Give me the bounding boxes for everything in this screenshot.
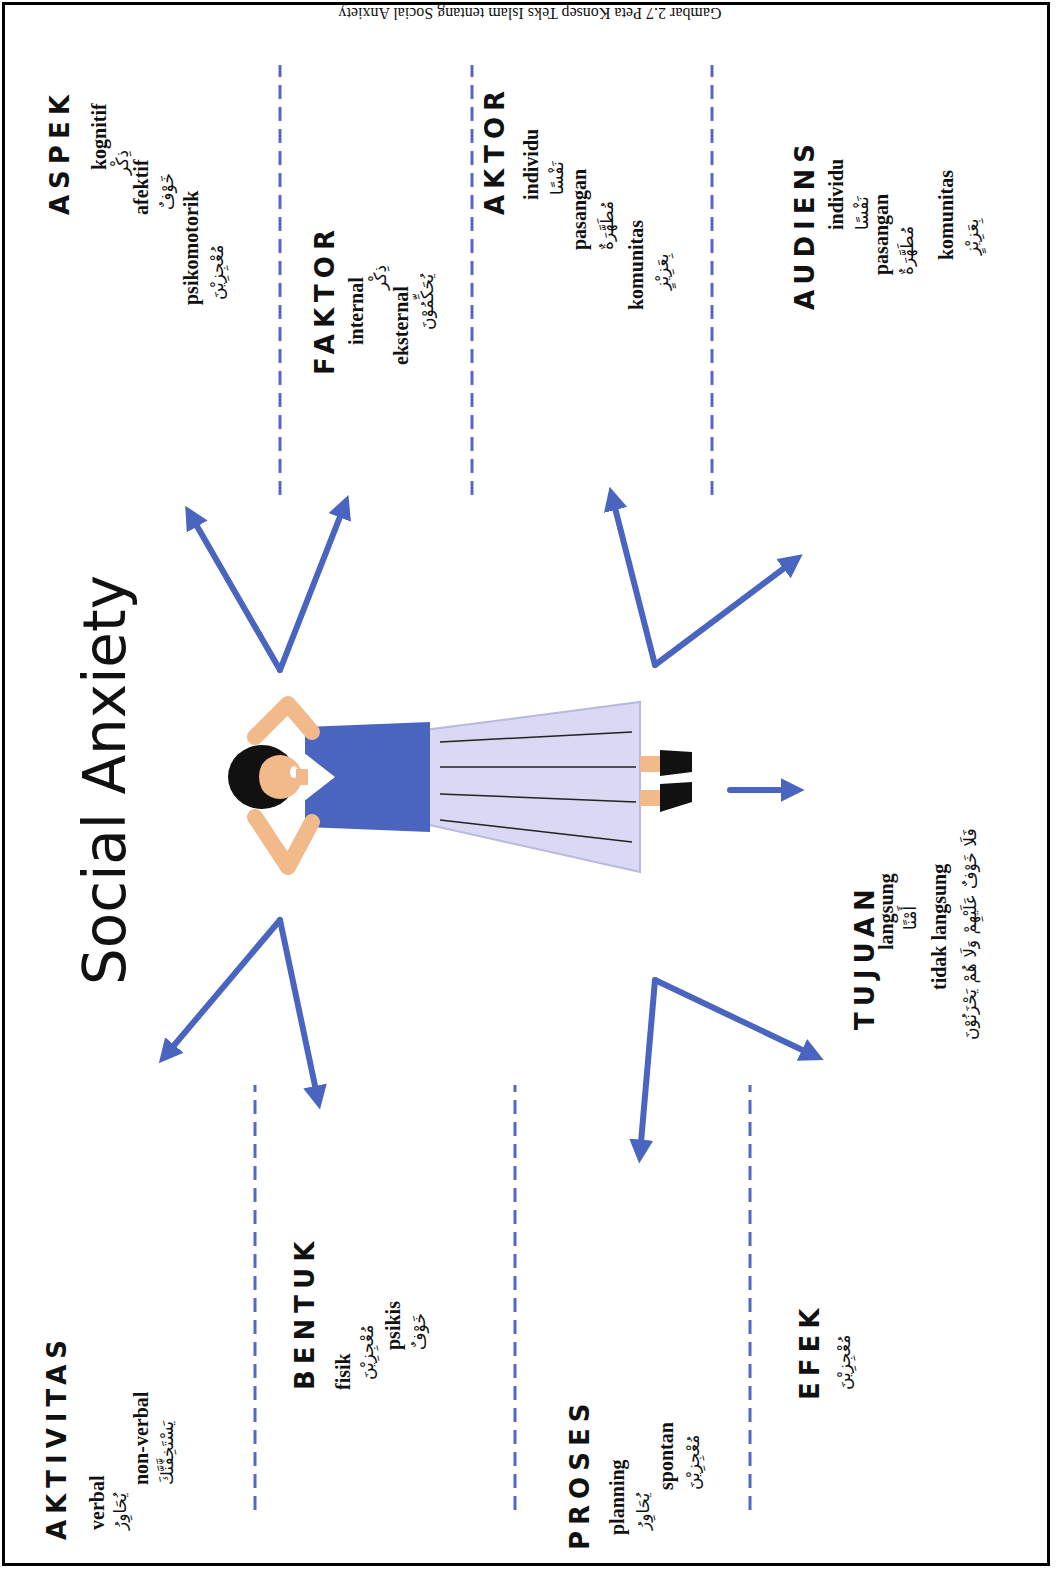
arabic-term: فَلَا خَوْفٌ عَلَيْهِمْ وَلَا هُمْ يَحْز… [958, 828, 982, 1040]
category-heading: FAKTOR [310, 224, 340, 375]
category-heading: PROSES [565, 1398, 595, 1550]
arabic-term: مُطَهَّرَةٌ [895, 226, 919, 275]
category-heading: EFEK [795, 1303, 825, 1400]
category-item: individu [825, 159, 847, 230]
category-item: kognitif [88, 103, 110, 170]
category-item: fisik [332, 1353, 354, 1390]
category-item: komunitas [625, 220, 647, 310]
category-item: non-verbal [130, 1392, 152, 1485]
concept-group: AUDIENSindividuنَفْسًاpasanganمُطَهَّرَة… [790, 0, 1010, 310]
map-title: Social Anxiety [70, 480, 140, 1080]
dashed-separators [255, 65, 750, 1510]
arabic-term: يُحَاوِرُ [631, 1493, 655, 1530]
category-item: psikis [382, 1301, 404, 1350]
category-item: tidak langsung [928, 864, 950, 990]
concept-group: AKTOR individuنَفْسًاpasanganمُطَهَّرَةٌk… [480, 0, 700, 310]
arabic-term: بِعَزِيْزٍ [960, 219, 984, 255]
category-heading: AUDIENS [790, 138, 820, 310]
concept-group: EFEK مُعْجِزِيْنَ [795, 980, 1015, 1400]
category-item: spontan [655, 1422, 677, 1490]
concept-group: ASPEKkognitifذِكْرafektifخَوْفٌpsikomoto… [45, 0, 265, 305]
arabic-term: مُطَهَّرَةٌ [595, 201, 619, 250]
category-heading: ASPEK [45, 89, 75, 215]
category-item: pasangan [568, 169, 590, 250]
category-item: verbal [86, 1476, 108, 1530]
category-heading: BENTUK [290, 1236, 320, 1390]
arabic-term: خَوْفٌ [407, 1313, 431, 1350]
category-item: planning [606, 1459, 628, 1535]
arabic-term: يُحَكِّمُوْنَ [415, 274, 439, 330]
anxious-woman-figure [228, 702, 692, 872]
category-item: psikomotorik [180, 191, 202, 305]
arabic-term: مُعْجِزِيْنَ [832, 1335, 856, 1390]
arabic-term: بِعَزِيْزٍ [650, 254, 674, 290]
concept-group: AKTIVITAS verbalيُحَاوِرُ non-verbalيَسْتَ… [42, 1120, 262, 1540]
arabic-term: يُحَاوِرُ [108, 1493, 132, 1530]
concept-group: TUJUANlangsungأَمْنًاtidak langsungفَلَا… [850, 620, 1056, 1040]
category-item: pasangan [870, 194, 892, 275]
arabic-term: أَمْنًا [898, 906, 922, 930]
radiating-arrows [165, 496, 815, 1154]
category-item: langsung [875, 873, 897, 950]
category-item: internal [345, 277, 367, 345]
category-item: afektif [130, 159, 152, 215]
category-item: komunitas [935, 170, 957, 260]
figure-caption: Gambar 2.7 Peta Konsep Teks Islam tentan… [230, 4, 830, 22]
category-heading: AKTOR [480, 85, 510, 215]
arabic-term: مُعْجِزِيْنَ [681, 1435, 705, 1490]
concept-group: BENTUK fisikمُعْجِزِيْنَpsikisخَوْفٌ [290, 970, 510, 1390]
category-item: eksternal [390, 286, 412, 365]
arabic-term: مُعْجِزِيْنَ [205, 245, 229, 300]
category-heading: AKTIVITAS [42, 1334, 72, 1540]
arabic-term: نَفْسًا [545, 161, 569, 195]
category-item: individu [520, 129, 542, 200]
arabic-term: ذِكْر [368, 265, 392, 290]
arabic-term: خَوْفٌ [155, 173, 179, 210]
concept-group: PROSES planningيُحَاوِرُspontanمُعْجِزِيْ… [565, 1130, 785, 1550]
arabic-term: مُعْجِزِيْنَ [355, 1325, 379, 1380]
arabic-term: يَسْتَخِفَّنَّكَ [155, 1421, 179, 1485]
